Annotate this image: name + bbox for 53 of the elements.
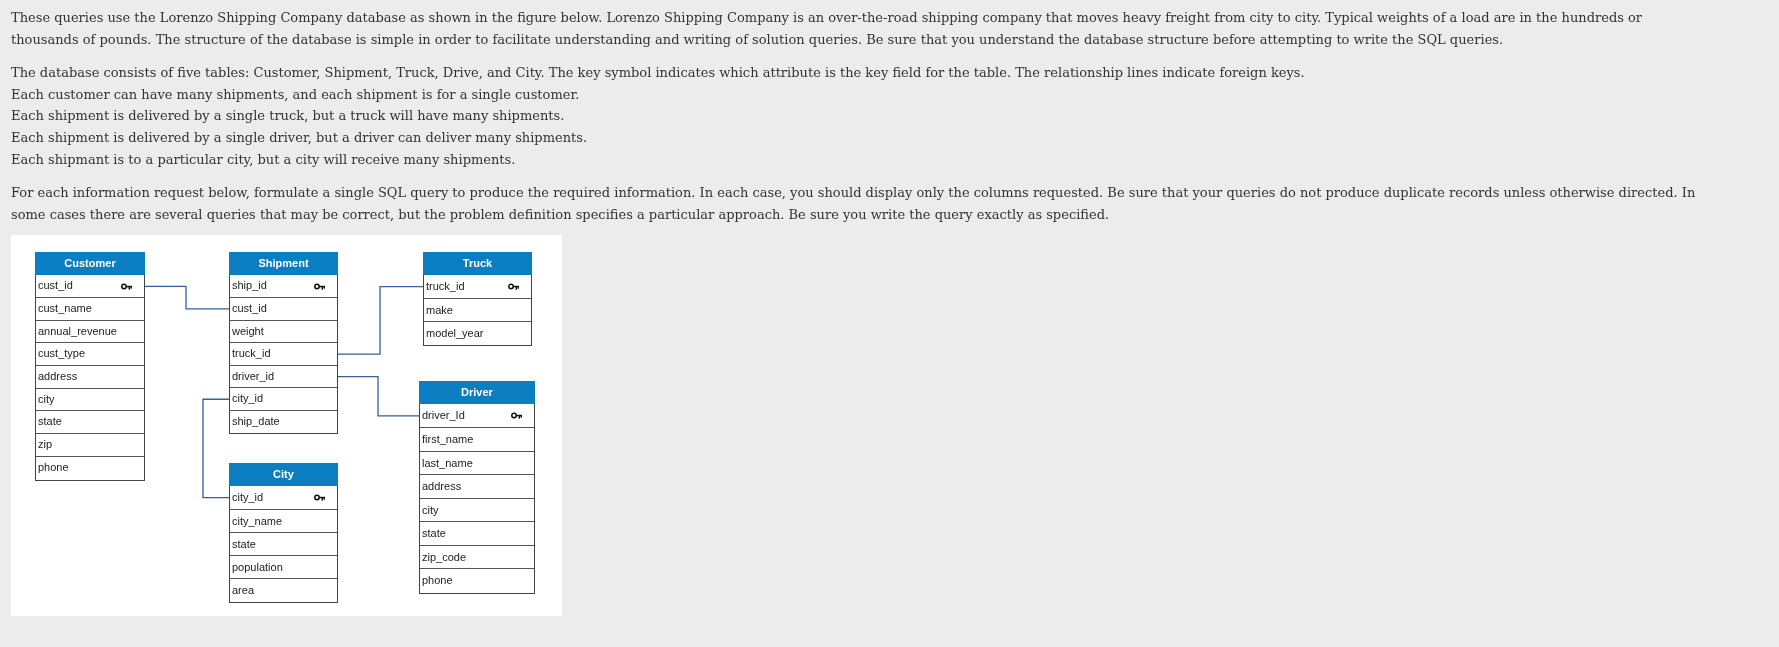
attribute-name: cust_type [38,347,86,360]
attribute-name: model_year [426,326,484,339]
attribute-name: state [232,537,256,550]
attribute-name: first_name [422,432,474,445]
attribute-name: city_id [232,491,264,504]
attribute-name: cust_id [232,301,267,314]
attribute-name: city [38,392,55,405]
attribute-name: truck_id [426,280,465,293]
entity-table [229,463,338,604]
attribute-name: driver_Id [422,409,465,422]
attribute-name: city_id [232,392,264,405]
paragraph: For each information request below, formulate a single SQL query to produce the required information. In each case, you should display only the columns requested. Be sure that your queries do not produce duplicate records unless otherwise directed. In some cases there are several queries that may be correct, but the problem definition specifies a particular approach. Be sure you write the query exactly as specified. [11,183,1697,224]
attribute-name: ship_id [232,279,267,292]
entity-table [229,252,338,435]
text-line: Each shipment is delivered by a single truck, but a truck will have many shipments. [11,107,566,126]
attribute-name: last_name [422,456,473,469]
attribute-name: city [422,503,439,516]
relationship-line [336,286,425,356]
entity-table [423,252,532,347]
attribute-name: driver_id [232,369,275,382]
attribute-name: make [426,303,453,316]
table-header: Shipment [229,252,338,276]
text-line: Each customer can have many shipments, and each shipment is for a single customer. [11,85,581,104]
paragraph: The database consists of five tables: Customer, Shipment, Truck, Drive, and City. The key symbol indicates which attribute is the key field for the table. The relationship lines indicate foreign keys. [11,63,1306,82]
text-line: Each shipmant is to a particular city, but a city will receive many shipments. [11,150,517,169]
attribute-name: population [232,560,283,573]
paragraph: These queries use the Lorenzo Shipping Company database as shown in the figure below. Lorenzo Shipping Company is an over-the-road shipping company that moves heavy freight from city to city. Typical weights of a load are in the hundreds or thousands of pounds. The structure of the database is simple in order to facilitate understanding and writing of solution queries. Be sure that you understand the database structure before attempting to write the SQL queries. [11,9,1644,49]
attribute-name: annual_revenue [38,324,117,337]
attribute-name: address [38,370,78,383]
table-header: Truck [423,252,532,276]
entity-table [419,381,535,595]
relationship-line [143,286,231,310]
attribute-name: address [422,480,462,493]
attribute-name: cust_name [38,302,92,314]
text-line: Each shipment is delivered by a single driver, but a driver can deliver many shipments. [11,129,589,147]
table-header: Customer [35,252,145,276]
attribute-name: state [422,527,446,540]
attribute-name: truck_id [232,347,271,360]
relationship-line [202,398,231,499]
attribute-name: ship_date [232,414,280,427]
attribute-name: zip_code [422,550,467,563]
attribute-name: weight [232,324,264,337]
entity-table [35,252,145,481]
attribute-name: area [232,584,255,597]
attribute-name: zip [38,438,53,451]
table-header: City [229,463,338,487]
attribute-name: phone [422,574,453,587]
attribute-name: cust_id [38,279,73,292]
relationship-line [336,376,421,417]
attribute-name: state [38,415,62,428]
attribute-name: city_name [232,514,283,527]
attribute-name: phone [38,460,69,473]
table-header: Driver [419,381,535,405]
